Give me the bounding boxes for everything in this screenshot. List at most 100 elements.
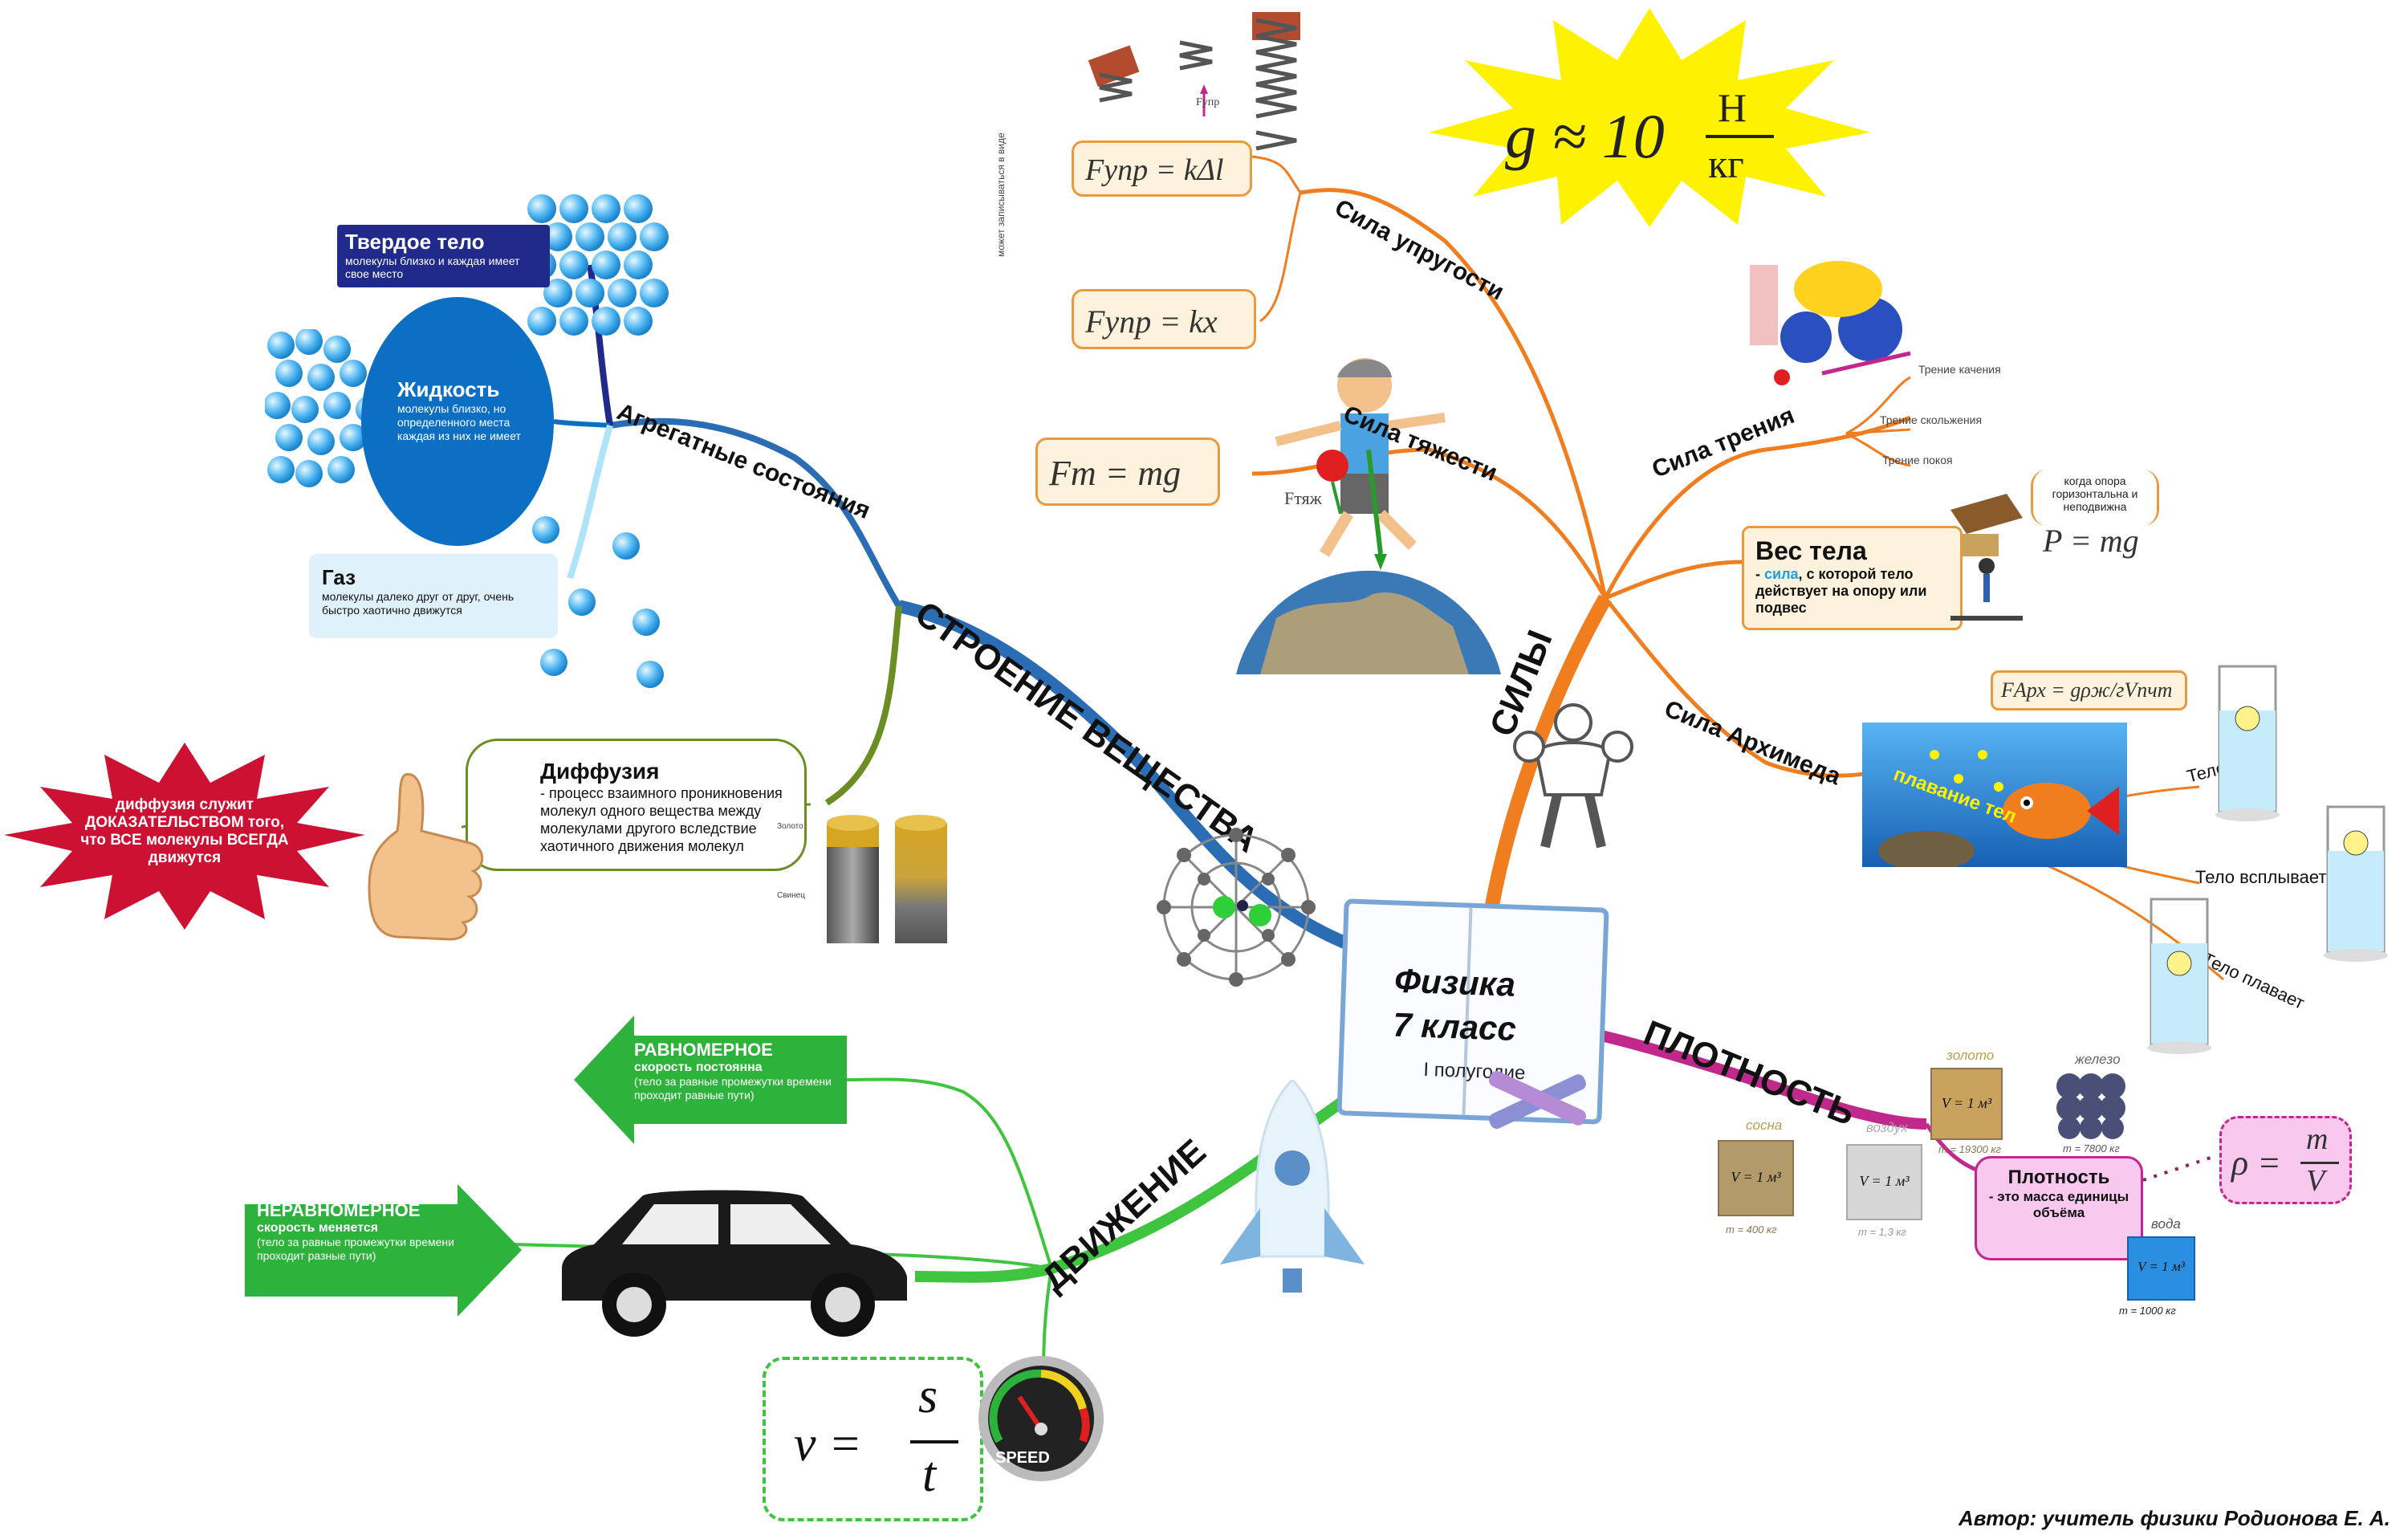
- material-name-air: воздух: [1866, 1120, 1908, 1135]
- weight-text-post: , с которой тело действует на опору или …: [1755, 566, 1927, 616]
- gravity-formula: Fт = mg: [1049, 454, 1182, 493]
- material-mass-iron: m = 7800 кг: [2063, 1142, 2120, 1154]
- nonuniform-arrow-shape: [245, 1184, 522, 1317]
- beaker-float-icon: [2147, 898, 2211, 1054]
- diffusion-box: Диффузия - процесс взаимного проникновен…: [466, 739, 807, 871]
- elastic-formula2-box: Fупр = kx: [1072, 289, 1256, 349]
- gas-state-box: Газ молекулы далеко друг от друг, очень …: [309, 554, 558, 638]
- friction-type-rolling: Трение качения: [1918, 363, 2001, 376]
- weight-box: Вес тела - сила, с которой тело действуе…: [1742, 526, 1963, 630]
- density-dotted: [2142, 1154, 2216, 1182]
- velocity-formula-den: t: [922, 1447, 937, 1502]
- branch-elastic-line: [1300, 188, 1608, 599]
- liquid-text: молекулы близко, но определенного места …: [397, 402, 521, 442]
- beaker-sink-icon: [2215, 665, 2280, 821]
- motion-uniform-line: [842, 1077, 1053, 1269]
- weight-text-pre: -: [1755, 566, 1764, 582]
- material-mass-gold: m = 19300 кг: [1938, 1143, 2001, 1155]
- density-text: - это масса единицы объёма: [1988, 1189, 2129, 1220]
- cube-water-label: V = 1 м³: [2138, 1259, 2185, 1274]
- gas-molecules-icon: [532, 516, 664, 688]
- cube-gold-label: V = 1 м³: [1941, 1095, 1992, 1111]
- material-mass-pine: m = 400 кг: [1726, 1224, 1777, 1236]
- liquid-title: Жидкость: [397, 377, 500, 401]
- nonuniform-subtitle: скорость меняется: [257, 1221, 379, 1235]
- velocity-formula-box: v = s t: [763, 1357, 983, 1521]
- uniform-subtitle: скорость постоянна: [634, 1061, 763, 1074]
- elastic-formula1-box: Fупр = kΔl: [1072, 140, 1252, 197]
- elastic-sub1: [1251, 155, 1302, 193]
- density-formula-bar: [2300, 1162, 2339, 1164]
- g-formula-den: кг: [1708, 141, 1744, 186]
- elastic-sub2: [1259, 192, 1302, 323]
- weight-condition-bracket: когда опора горизонтальна и неподвижна: [2031, 470, 2159, 526]
- branch-weight-line: [1605, 560, 1743, 601]
- branch-gas-line: [567, 424, 613, 580]
- density-formula-box: ρ = m V: [2219, 1116, 2352, 1204]
- cube-pine-label: V = 1 м³: [1731, 1169, 1781, 1185]
- g-formula-lhs: g ≈ 10: [1505, 101, 1665, 171]
- beaker-rise-icon: [2324, 805, 2388, 962]
- friction-cartoon-icon: [1750, 261, 1911, 385]
- friction-type-static: Трение покоя: [1882, 454, 1953, 466]
- weight-text: - сила, с которой тело действует на опор…: [1755, 566, 1949, 617]
- spring-illustration-icon: [1088, 12, 1300, 151]
- branch-liquid-line: [553, 419, 611, 428]
- diffusion-star-icon: [4, 743, 365, 930]
- material-mass-air: m = 1,3 кг: [1858, 1226, 1906, 1238]
- branch-structure-line: [897, 600, 1359, 954]
- velocity-formula-num: s: [918, 1369, 938, 1423]
- gas-text: молекулы далеко друг от друг, очень быст…: [322, 590, 515, 617]
- g-formula-bar: [1706, 135, 1774, 138]
- rocket-icon: [1220, 1080, 1365, 1293]
- car-icon: [562, 1190, 907, 1337]
- material-name-water: вода: [2151, 1216, 2181, 1232]
- diffusion-cylinders-icon: [827, 815, 947, 943]
- aquarium-fish-icon: [1862, 723, 2127, 867]
- uniform-text: (тело за равные промежутки времени прохо…: [634, 1075, 832, 1101]
- fullerene-molecule-icon: [1157, 828, 1316, 987]
- author-credit: Автор: учитель физики Родионова Е. А.: [1959, 1506, 2390, 1530]
- cube-water: V = 1 м³: [2127, 1236, 2195, 1301]
- gravity-force-label: Fтяж: [1284, 488, 1322, 508]
- g-star-icon: [1429, 8, 1870, 227]
- cube-air: V = 1 м³: [1846, 1144, 1922, 1220]
- material-name-iron: железо: [2075, 1052, 2121, 1067]
- elastic-formula1: Fупр = kΔl: [1085, 153, 1224, 187]
- uniform-arrow-shape: [574, 1016, 847, 1144]
- diffusion-title: Диффузия: [540, 759, 660, 784]
- friction-sub: [1845, 376, 1911, 467]
- strongman-icon: [1513, 703, 1633, 849]
- branch-density-line: [1600, 1030, 1927, 1130]
- friction-type-sliding: Трение скольжения: [1880, 413, 1983, 426]
- center-title-line2: 7 класс: [1392, 1005, 1517, 1048]
- gold-label: Золото: [777, 822, 803, 831]
- diffusion-star-textbox: диффузия служит ДОКАЗАТЕЛЬСТВОМ того, чт…: [76, 796, 293, 867]
- solid-title: Твердое тело: [345, 230, 485, 254]
- material-name-gold: золото: [1946, 1048, 1995, 1063]
- gravity-formula-box: Fт = mg: [1035, 438, 1220, 506]
- velocity-formula-lhs: v =: [794, 1417, 862, 1472]
- weight-formula: P = mg: [2043, 523, 2139, 559]
- lead-label: Свинец: [777, 891, 805, 900]
- solid-text: молекулы близко и каждая имеет свое мест…: [345, 254, 520, 280]
- weight-condition: когда опора горизонтальна и неподвижна: [2052, 474, 2138, 513]
- speedometer-icon: [978, 1356, 1104, 1481]
- uniform-text-box: РАВНОМЕРНОЕ скорость постоянна (тело за …: [634, 1040, 843, 1102]
- density-formula-num: m: [2306, 1122, 2329, 1156]
- material-mass-water: m = 1000 кг: [2119, 1305, 2176, 1317]
- cube-air-label: V = 1 м³: [1859, 1173, 1910, 1189]
- branch-gravity-line: [1251, 447, 1608, 600]
- density-formula-lhs: ρ =: [2231, 1143, 2281, 1183]
- weight-text-highlight: сила: [1764, 566, 1799, 582]
- nonuniform-text: (тело за равные промежутки времени прохо…: [257, 1236, 454, 1262]
- uniform-title: РАВНОМЕРНОЕ: [634, 1040, 773, 1060]
- diffusion-star-text: диффузия служит ДОКАЗАТЕЛЬСТВОМ того, чт…: [80, 796, 289, 866]
- diffusion-text: - процесс взаимного проникновения молеку…: [540, 785, 783, 854]
- pen-icon: [1488, 1070, 1586, 1130]
- cube-gold: V = 1 м³: [1930, 1068, 2003, 1140]
- weight-title: Вес тела: [1755, 536, 1867, 565]
- speedometer-label: SPEED: [995, 1449, 1050, 1467]
- weight-illustration-icon: [1950, 494, 2023, 621]
- thumbs-up-icon: [368, 773, 484, 941]
